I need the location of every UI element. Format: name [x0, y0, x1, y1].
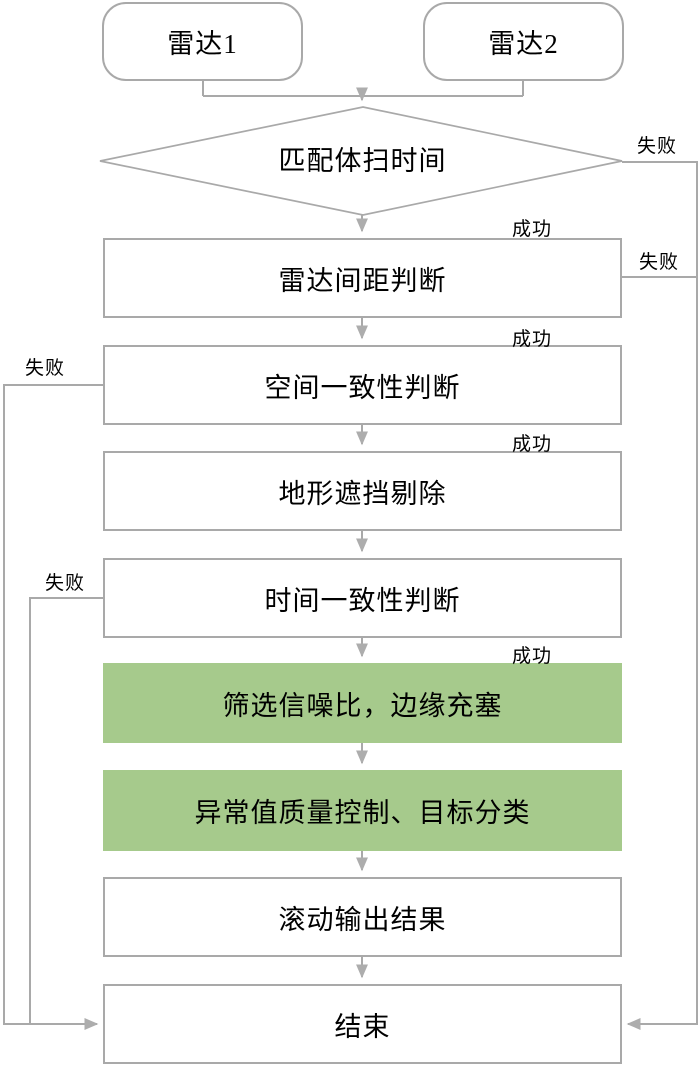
fail-path-left-outer — [3, 384, 103, 1030]
edge-label-success-4: 成功 — [512, 646, 553, 667]
node-terrain-occlusion-removal: 地形遮挡剔除 — [103, 451, 622, 531]
node-match-scan-time-label: 匹配体扫时间 — [278, 146, 447, 176]
node-radar-2: 雷达2 — [423, 2, 624, 81]
node-outlier-qc-target-classify: 异常值质量控制、目标分类 — [103, 770, 622, 851]
node-temporal-consistency-check: 时间一致性判断 — [103, 558, 622, 638]
node-spatial-consistency-check: 空间一致性判断 — [103, 345, 622, 425]
fail-path-left-inner — [29, 597, 103, 1023]
edge-label-fail-step4: 失败 — [45, 573, 86, 594]
edge-label-fail-diamond: 失败 — [637, 136, 678, 157]
node-radar-distance-check: 雷达间距判断 — [103, 238, 622, 318]
edge-label-success-1: 成功 — [512, 219, 553, 240]
edge-label-fail-step2: 失败 — [25, 358, 66, 379]
edge-label-fail-step1: 失败 — [639, 252, 680, 273]
edge-label-success-3: 成功 — [512, 434, 553, 455]
node-end: 结束 — [103, 984, 622, 1064]
edge-label-success-2: 成功 — [512, 329, 553, 350]
fail-path-right — [622, 161, 698, 1030]
node-rolling-output: 滚动输出结果 — [103, 877, 622, 957]
node-snr-filter-edge-fill: 筛选信噪比，边缘充塞 — [103, 663, 622, 743]
node-radar-1: 雷达1 — [102, 2, 303, 81]
